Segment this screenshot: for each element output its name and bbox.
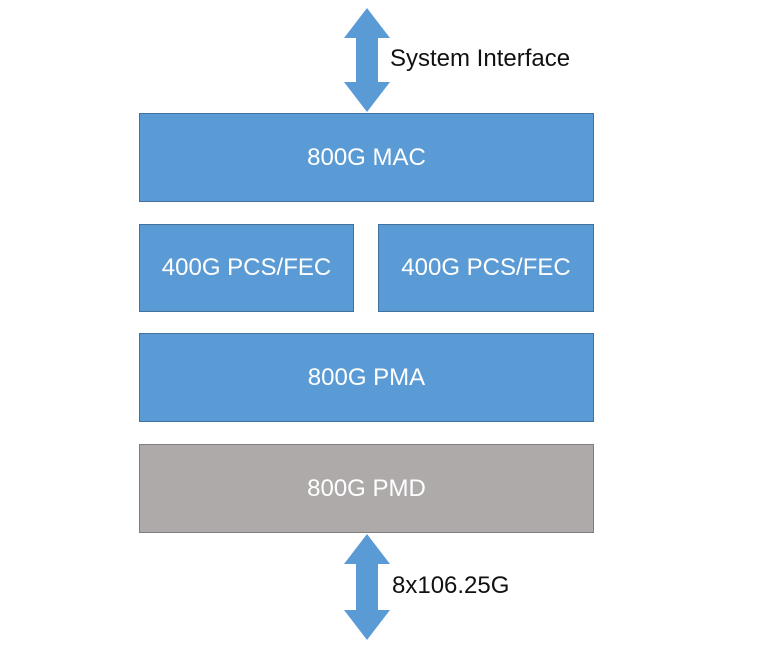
lane-rate-double-arrow: [344, 534, 390, 640]
pmd-block: 800G PMD: [139, 444, 594, 533]
pcs-fec-block-left: 400G PCS/FEC: [139, 224, 354, 312]
mac-block: 800G MAC: [139, 113, 594, 202]
system-interface-label: System Interface: [390, 45, 571, 72]
lane-rate-label: 8x106.25G: [392, 572, 510, 599]
pcs-fec-block-right: 400G PCS/FEC: [378, 224, 594, 312]
system-interface-double-arrow: [344, 8, 390, 112]
pma-block: 800G PMA: [139, 333, 594, 422]
